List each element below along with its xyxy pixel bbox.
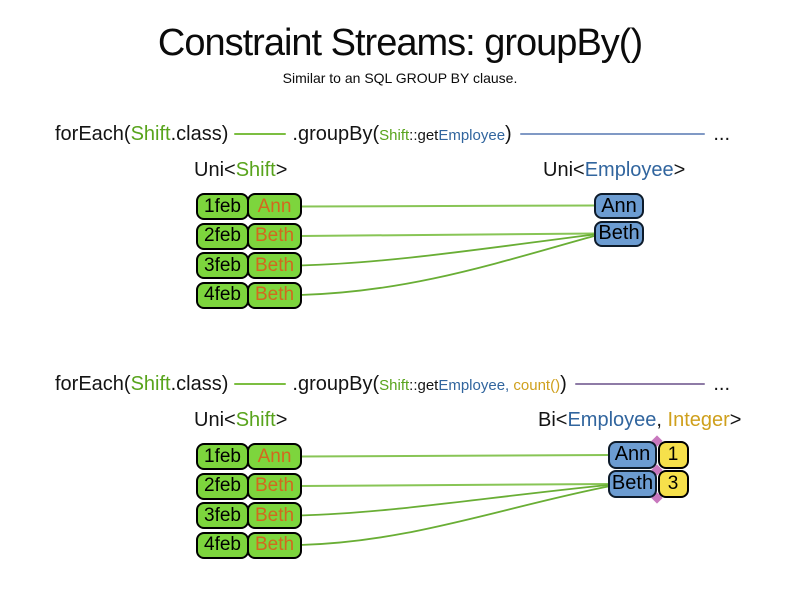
group-box-ann: Ann — [594, 193, 644, 219]
shift-date-cell: 3feb — [196, 252, 249, 279]
shift-date-cell: 1feb — [196, 443, 249, 470]
code1-close-paren: ) — [505, 122, 512, 145]
code1-foreach-pre: forEach( — [55, 122, 131, 145]
label-post: > — [673, 159, 686, 181]
code-line-2: forEach(Shift.class) .groupBy(Shift::get… — [55, 370, 730, 398]
code2-foreach-post: .class) — [170, 372, 229, 395]
code1-foreach-post: .class) — [170, 122, 229, 145]
shift-employee-cell: Beth — [247, 502, 302, 529]
label-type: Shift — [235, 409, 276, 431]
shift-employee-cell: Beth — [247, 252, 302, 279]
type-label-bi-employee-integer: Bi<Employee, Integer> — [538, 409, 741, 432]
table-row: 1feb Ann — [196, 443, 302, 470]
label-post: > — [275, 409, 288, 431]
label-post: > — [729, 409, 742, 431]
code2-comma: , — [505, 376, 514, 394]
shift-employee-cell: Beth — [247, 531, 302, 559]
shift-employee-cell: Ann — [247, 193, 302, 220]
shift-employee-cell: Ann — [247, 443, 302, 470]
code1-arg-accessor: ::get — [409, 126, 439, 144]
type-label-uni-employee: Uni<Employee> — [543, 159, 685, 182]
code1-method: .groupBy( — [292, 122, 380, 145]
wire-d2-row2-to-beth — [299, 483, 610, 487]
shift-date-cell: 4feb — [196, 531, 249, 559]
label-type1: Employee — [567, 409, 657, 431]
count-box-ann: 1 — [657, 441, 689, 469]
shift-table-1: 1feb Ann 2feb Beth 3feb Beth 4feb Beth — [196, 193, 302, 309]
label-pre: Uni< — [194, 409, 236, 431]
table-row: 1feb Ann — [196, 193, 302, 220]
label-post: > — [275, 159, 288, 181]
group-column-1: Ann Beth — [594, 193, 644, 247]
code2-foreach: forEach(Shift.class) — [55, 373, 228, 396]
shift-table-2: 1feb Ann 2feb Beth 3feb Beth 4feb Beth — [196, 443, 302, 559]
stream-connector-blue — [519, 133, 706, 135]
code-line-1: forEach(Shift.class) .groupBy(Shift::get… — [55, 120, 730, 148]
code2-arg-field: Employee — [438, 376, 506, 394]
shift-date-cell: 2feb — [196, 472, 249, 500]
group-row-ann: Ann 1 — [608, 441, 689, 469]
code2-arg-type: Shift — [379, 376, 410, 394]
label-pre: Bi< — [538, 409, 568, 431]
table-row: 3feb Beth — [196, 502, 302, 529]
code1-arg-field: Employee — [438, 126, 506, 144]
group-box-ann: Ann — [608, 441, 657, 469]
code1-ellipsis: ... — [713, 122, 730, 145]
wire-d1-row2-to-beth — [299, 232, 596, 237]
shift-date-cell: 2feb — [196, 222, 249, 250]
table-row: 3feb Beth — [196, 252, 302, 279]
table-row: 2feb Beth — [196, 472, 302, 500]
code2-ellipsis: ... — [713, 372, 730, 395]
table-row: 4feb Beth — [196, 531, 302, 559]
label-type: Employee — [584, 159, 674, 181]
slide-subtitle: Similar to an SQL GROUP BY clause. — [282, 70, 518, 86]
code2-close-paren: ) — [560, 372, 567, 395]
group-box-beth: Beth — [594, 220, 644, 247]
code1-groupby: .groupBy(Shift::getEmployee) — [292, 123, 511, 146]
shift-employee-cell: Beth — [247, 222, 302, 250]
shift-date-cell: 1feb — [196, 193, 249, 220]
wire-d1-row1-to-ann — [299, 204, 596, 208]
stream-connector-purple — [574, 383, 706, 385]
label-sep: , — [656, 409, 668, 431]
page-title: Constraint Streams: groupBy() — [157, 22, 643, 64]
code2-method: .groupBy( — [292, 372, 380, 395]
label-type: Shift — [235, 159, 276, 181]
code1-foreach-type: Shift — [130, 122, 171, 145]
shift-date-cell: 3feb — [196, 502, 249, 529]
stream-connector-green-1 — [234, 133, 287, 135]
wire-d2-row1-to-ann — [299, 454, 610, 458]
wire-d2-row4-to-beth — [299, 485, 609, 546]
code2-foreach-pre: forEach( — [55, 372, 131, 395]
count-box-beth: 3 — [657, 470, 689, 498]
group-row-beth: Beth 3 — [608, 470, 689, 498]
code2-groupby: .groupBy(Shift::getEmployee, count()) — [292, 373, 566, 396]
group-column-2: Ann 1 Beth 3 — [608, 441, 689, 498]
code2-count-arg: count() — [513, 376, 561, 394]
wire-d2-row3-to-beth — [299, 484, 609, 517]
label-pre: Uni< — [543, 159, 585, 181]
type-label-uni-shift-2: Uni<Shift> — [194, 409, 287, 432]
stream-connector-green-2 — [234, 383, 287, 385]
label-pre: Uni< — [194, 159, 236, 181]
wire-d1-row4-to-beth — [299, 235, 595, 296]
table-row: 4feb Beth — [196, 281, 302, 309]
shift-date-cell: 4feb — [196, 281, 249, 309]
table-row: 2feb Beth — [196, 222, 302, 250]
code2-arg-accessor: ::get — [409, 376, 439, 394]
group-box-beth: Beth — [608, 470, 657, 498]
code2-foreach-type: Shift — [130, 372, 171, 395]
code1-foreach: forEach(Shift.class) — [55, 123, 228, 146]
label-type2: Integer — [667, 409, 730, 431]
type-label-uni-shift-1: Uni<Shift> — [194, 159, 287, 182]
wire-d1-row3-to-beth — [299, 233, 595, 267]
shift-employee-cell: Beth — [247, 472, 302, 500]
shift-employee-cell: Beth — [247, 281, 302, 309]
code1-arg-type: Shift — [379, 126, 410, 144]
